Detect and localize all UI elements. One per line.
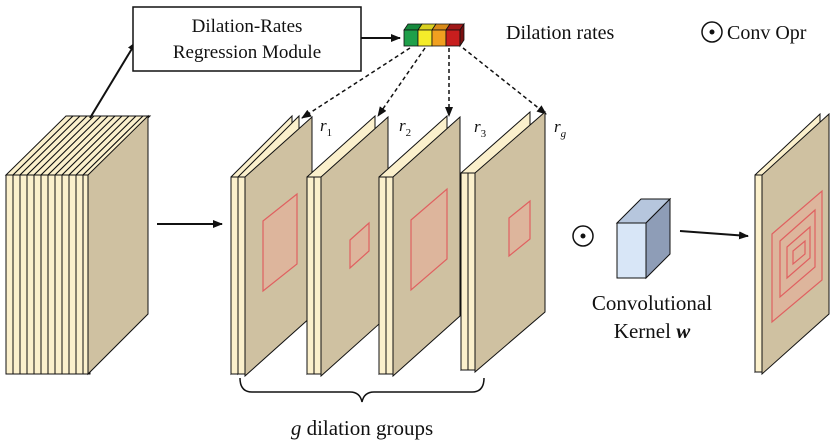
conv-operator-legend-icon: [701, 21, 723, 43]
output-region-outer: [771, 189, 823, 324]
rate-cell-yellow: [417, 23, 437, 47]
input-layer-slice: [5, 174, 14, 375]
kernel-label-line2: Kernel w: [614, 319, 691, 343]
dilation-group-2: [306, 114, 389, 378]
rate-label-rg: rg: [554, 117, 567, 140]
dilation-region-3: [410, 187, 448, 292]
dashed-arrow-to-group-g: [462, 47, 547, 115]
regression-module-line2: Regression Module: [173, 42, 321, 63]
input-layer-slice: [12, 174, 21, 375]
kernel-label-line1: Convolutional: [592, 291, 712, 315]
rate-cell-red: [445, 22, 465, 48]
input-layer-slice: [68, 174, 77, 375]
arrow-input-to-module: [89, 41, 137, 119]
dilation-group-1: [230, 114, 313, 378]
kernel-front-face: [616, 222, 647, 279]
groups-brace: [239, 377, 485, 403]
conv-opr-legend: Conv Opr: [701, 21, 807, 44]
dilation-group-3: [378, 114, 461, 378]
input-layer-slice: [75, 174, 84, 375]
dashed-arrow-to-group-2: [377, 47, 426, 117]
input-layer-slice: [33, 174, 42, 375]
rate-cell-orange: [431, 23, 451, 47]
groups-caption: g dilation groups: [291, 416, 433, 440]
dilation-region-g: [508, 199, 531, 258]
rate-cell-green: [403, 23, 423, 47]
regression-module-line1: Dilation-Rates: [192, 16, 303, 37]
regression-module-box: Dilation-Rates Regression Module: [132, 6, 362, 72]
input-stack-front-face: [87, 114, 149, 376]
input-layer-slice: [19, 174, 28, 375]
dilation-region-2: [349, 221, 370, 270]
input-layer-slice: [54, 174, 63, 375]
arrow-kernel-to-output: [679, 230, 749, 240]
conv-operator-icon: [572, 225, 594, 247]
rate-label-r3: r3: [474, 117, 487, 140]
rate-label-r1: r1: [320, 116, 332, 139]
input-layer-slice: [40, 174, 49, 375]
dilation-rates-label: Dilation rates: [506, 22, 615, 44]
output-feature-map: [754, 112, 830, 376]
output-region-core: [792, 239, 806, 266]
kernel-cube-icon: [615, 197, 672, 280]
dilation-group-g: [460, 110, 546, 374]
input-feature-stack: [4, 114, 152, 376]
input-layer-slice: [61, 174, 70, 375]
dashed-arrow-to-group-1: [301, 47, 411, 119]
output-region-middle: [779, 208, 816, 299]
dilation-rate-cells: [403, 22, 465, 48]
input-layer-slice: [47, 174, 56, 375]
dilation-region-1: [262, 192, 298, 293]
input-layer-slice: [26, 174, 35, 375]
rate-dashed-arrows: [301, 47, 547, 119]
rate-label-r2: r2: [399, 116, 411, 139]
output-region-inner: [786, 225, 811, 280]
conv-opr-label: Conv Opr: [727, 22, 807, 44]
